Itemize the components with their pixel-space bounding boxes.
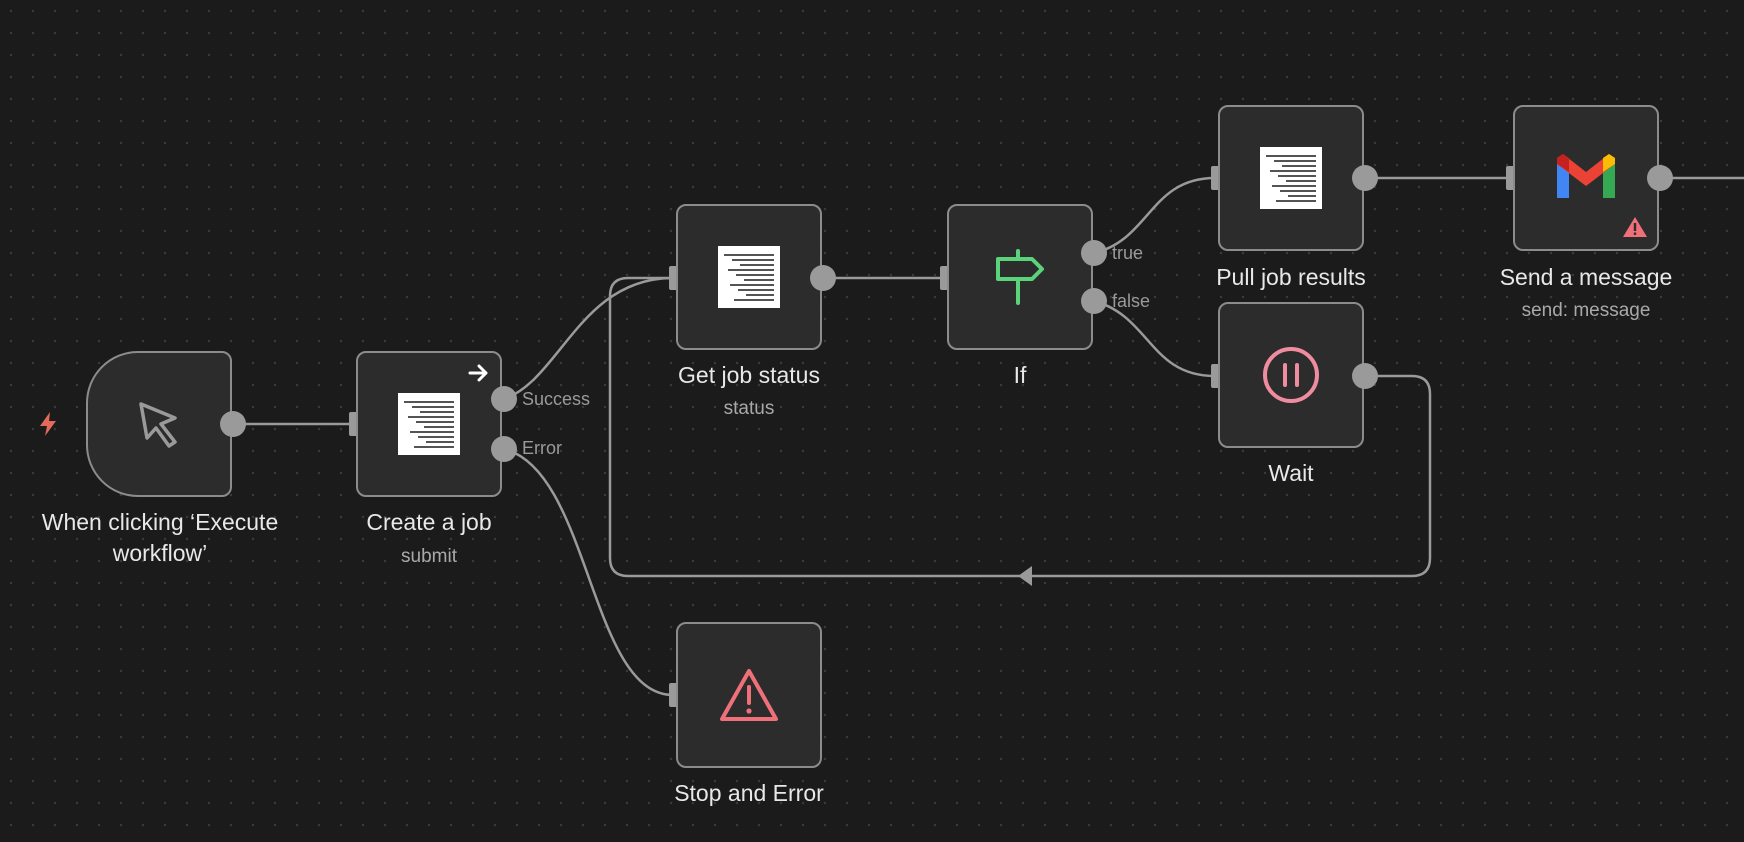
cursor-icon bbox=[139, 402, 177, 448]
pull-results-output-port[interactable] bbox=[1352, 165, 1378, 191]
warning-badge-icon[interactable] bbox=[1622, 215, 1648, 239]
arrow-right-icon bbox=[468, 364, 488, 382]
gmail-icon bbox=[1557, 154, 1615, 198]
create-job-success-port[interactable] bbox=[491, 386, 517, 412]
pause-icon bbox=[1263, 347, 1319, 403]
edge-false-to-wait bbox=[1093, 299, 1216, 378]
node-manual-trigger[interactable] bbox=[86, 351, 232, 497]
if-false-port[interactable] bbox=[1081, 288, 1107, 314]
get-status-label: Get job status bbox=[678, 362, 820, 388]
send-message-subtitle: send: message bbox=[1521, 300, 1651, 321]
create-job-error-port[interactable] bbox=[491, 436, 517, 462]
true-port-label: true bbox=[1112, 243, 1144, 263]
trigger-output-port[interactable] bbox=[220, 411, 246, 437]
node-stop-and-error[interactable] bbox=[676, 622, 822, 768]
node-get-job-status[interactable] bbox=[676, 204, 822, 350]
send-message-output-port[interactable] bbox=[1647, 165, 1673, 191]
document-icon bbox=[398, 393, 460, 455]
node-wait[interactable] bbox=[1218, 302, 1364, 448]
document-icon bbox=[1260, 147, 1322, 209]
wait-output-port[interactable] bbox=[1352, 363, 1378, 389]
if-true-port[interactable] bbox=[1081, 240, 1107, 266]
document-icon bbox=[718, 246, 780, 308]
wait-label: Wait bbox=[1268, 460, 1314, 486]
pull-results-label: Pull job results bbox=[1216, 264, 1366, 290]
trigger-bolt-icon bbox=[40, 412, 56, 436]
node-create-job[interactable] bbox=[356, 351, 502, 497]
error-port-label: Error bbox=[522, 438, 562, 458]
stop-error-label: Stop and Error bbox=[674, 780, 824, 806]
if-label: If bbox=[1013, 362, 1027, 388]
node-pull-job-results[interactable] bbox=[1218, 105, 1364, 251]
warning-icon bbox=[720, 669, 778, 721]
trigger-label: When clicking ‘Execute workflow’ bbox=[41, 509, 279, 566]
edge-error-to-stop bbox=[503, 447, 674, 697]
send-message-label: Send a message bbox=[1499, 264, 1673, 290]
edge-success-to-get-status bbox=[503, 276, 674, 401]
false-port-label: false bbox=[1112, 291, 1151, 311]
get-status-output-port[interactable] bbox=[810, 265, 836, 291]
signpost-icon bbox=[996, 249, 1044, 305]
edge-true-to-pull bbox=[1093, 176, 1216, 255]
edge-arrow-loop bbox=[1018, 566, 1032, 586]
node-send-message[interactable] bbox=[1513, 105, 1659, 251]
node-if[interactable] bbox=[947, 204, 1093, 350]
get-status-subtitle: status bbox=[723, 398, 775, 419]
create-job-label: Create a job bbox=[366, 509, 492, 535]
create-job-subtitle: submit bbox=[401, 546, 457, 567]
success-port-label: Success bbox=[522, 389, 591, 409]
